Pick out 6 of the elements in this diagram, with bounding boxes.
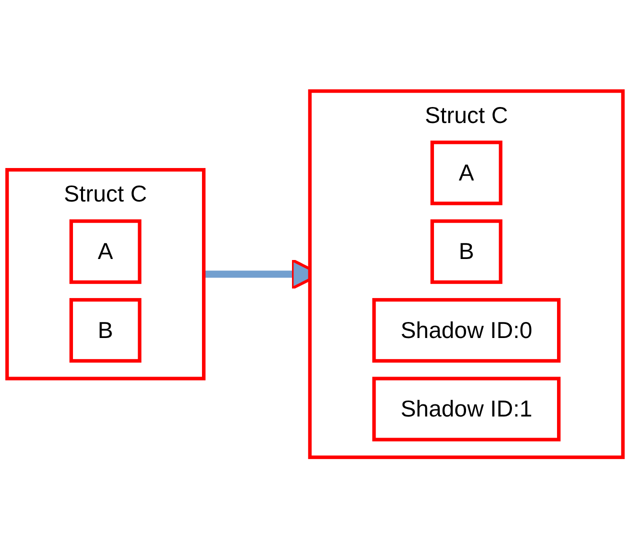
node-box: Shadow ID:1: [372, 376, 561, 442]
node-box: B: [430, 219, 502, 284]
node-box: B: [69, 298, 142, 362]
node-box: Shadow ID:0: [372, 298, 561, 362]
node-box: A: [430, 140, 502, 205]
node-box: A: [69, 219, 142, 284]
